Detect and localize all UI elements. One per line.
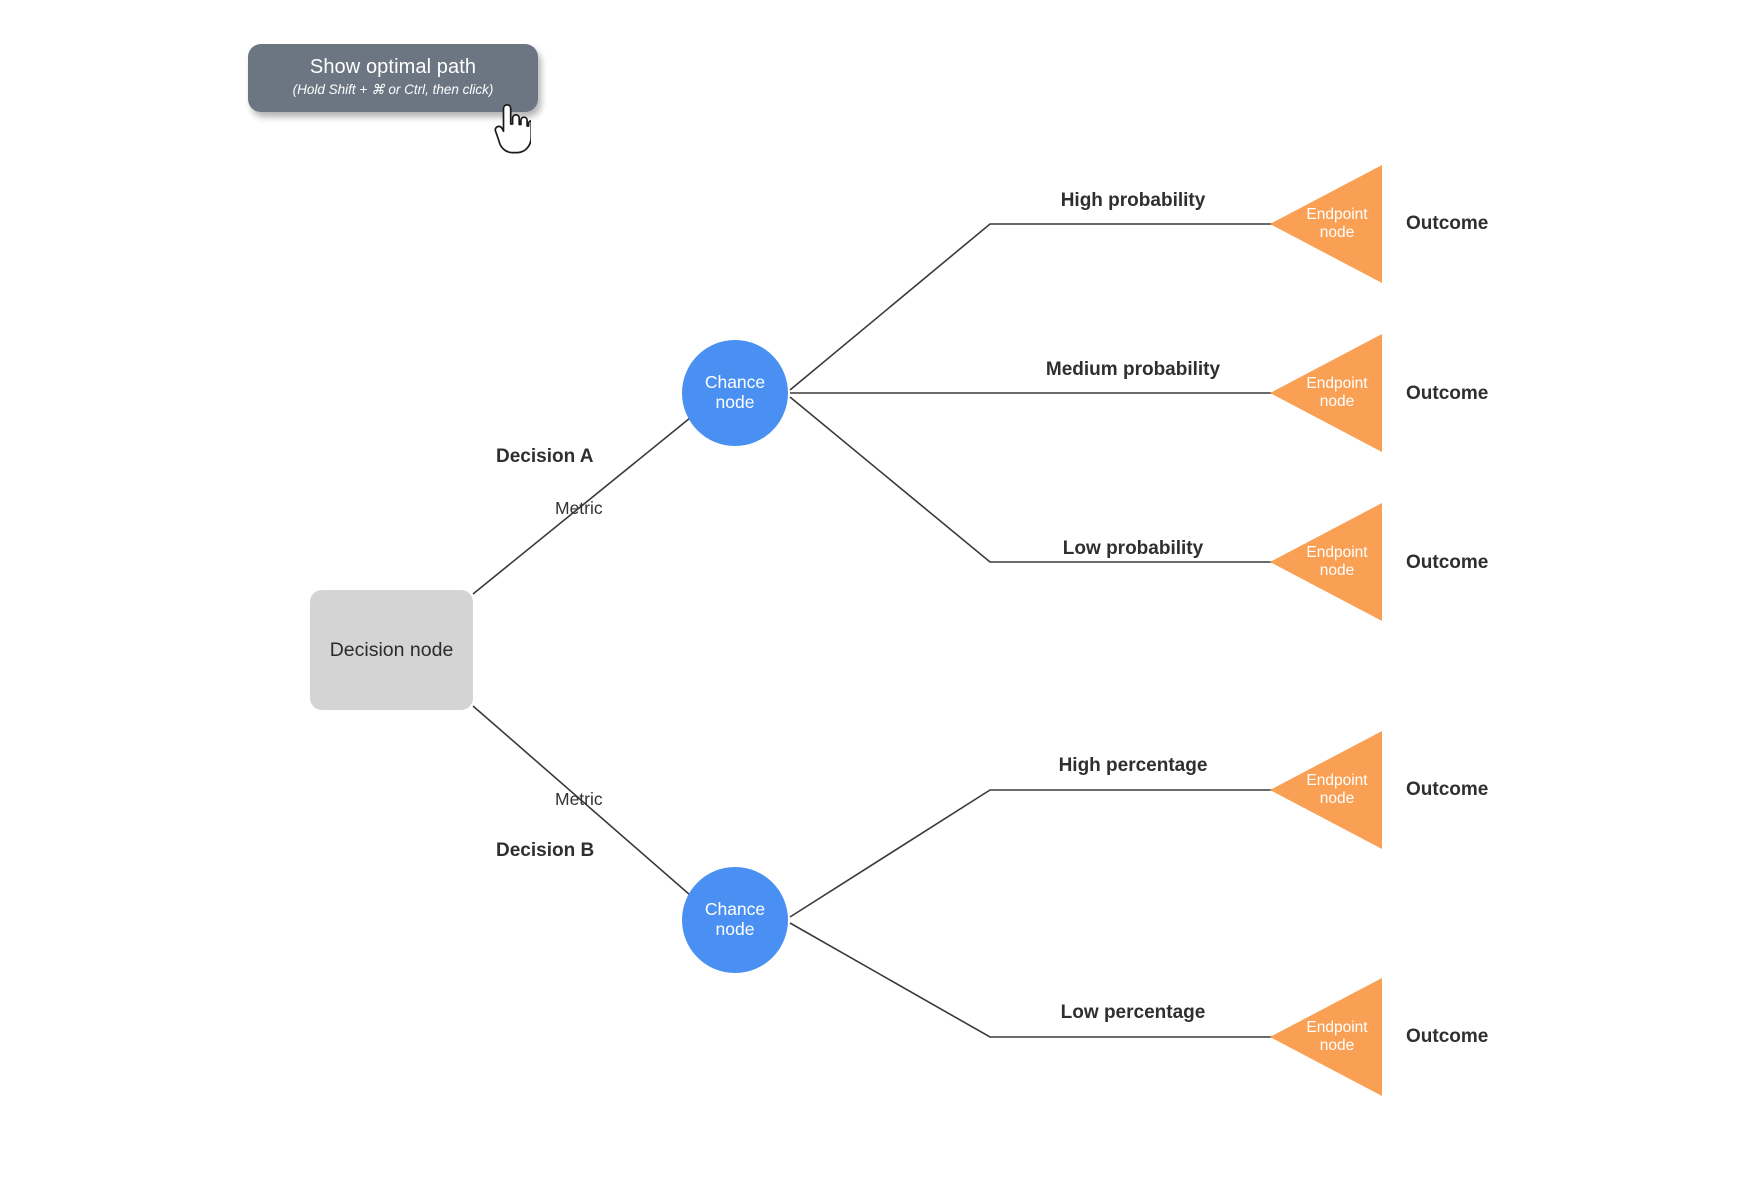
edge-label-medium-probability: Medium probability (1045, 359, 1221, 380)
tooltip-title: Show optimal path (309, 55, 477, 78)
endpoint-triangle-icon (1270, 731, 1382, 849)
endpoint-triangle-icon (1270, 334, 1382, 452)
branch-metric-b: Metric (555, 789, 603, 809)
endpoint-node-3[interactable]: Endpoint node (1270, 503, 1382, 621)
edge-root-to-chance-a (472, 417, 691, 595)
endpoint-triangle-icon (1270, 503, 1382, 621)
decision-node-label: Decision node (329, 638, 454, 661)
endpoint-node-2[interactable]: Endpoint node (1270, 334, 1382, 452)
endpoint-node-1[interactable]: Endpoint node (1270, 165, 1382, 283)
chance-node-b-label-line1: Chance (704, 899, 766, 920)
chance-node-b-label: Chance node (705, 900, 765, 939)
chance-node-a-label: Chance node (705, 373, 765, 412)
outcome-label-3: Outcome (1406, 552, 1489, 573)
chance-node-b[interactable]: Chance node (682, 867, 788, 973)
edge-chance-b-high (789, 789, 1275, 918)
edge-root-to-chance-b (472, 705, 691, 896)
edge-chance-a-high (789, 223, 1275, 391)
branch-label-decision-a: Decision A (496, 446, 594, 467)
edge-chance-b-low (789, 922, 1275, 1038)
endpoint-triangle-icon (1270, 978, 1382, 1096)
decision-node-root[interactable]: Decision node (310, 590, 473, 710)
edge-label-high-probability: High probability (1060, 190, 1206, 211)
endpoint-node-5[interactable]: Endpoint node (1270, 978, 1382, 1096)
outcome-label-4: Outcome (1406, 779, 1489, 800)
tooltip-subtitle: (Hold Shift + ⌘ or Ctrl, then click) (292, 81, 494, 97)
chance-node-a-label-line1: Chance (704, 372, 766, 393)
chance-node-b-label-line2: node (715, 919, 755, 939)
outcome-label-2: Outcome (1406, 383, 1489, 404)
chance-node-a-label-line2: node (715, 392, 755, 412)
edge-label-low-percentage: Low percentage (1060, 1002, 1206, 1023)
endpoint-node-4[interactable]: Endpoint node (1270, 731, 1382, 849)
outcome-label-5: Outcome (1406, 1026, 1489, 1047)
branch-label-decision-b: Decision B (496, 840, 595, 861)
branch-metric-a: Metric (555, 498, 603, 518)
endpoint-triangle-icon (1270, 165, 1382, 283)
edge-chance-a-low (789, 396, 1275, 563)
edge-label-high-percentage: High percentage (1058, 755, 1208, 776)
outcome-label-1: Outcome (1406, 213, 1489, 234)
optimal-path-tooltip[interactable]: Show optimal path (Hold Shift + ⌘ or Ctr… (248, 44, 538, 112)
edge-label-low-probability: Low probability (1062, 538, 1204, 559)
chance-node-a[interactable]: Chance node (682, 340, 788, 446)
